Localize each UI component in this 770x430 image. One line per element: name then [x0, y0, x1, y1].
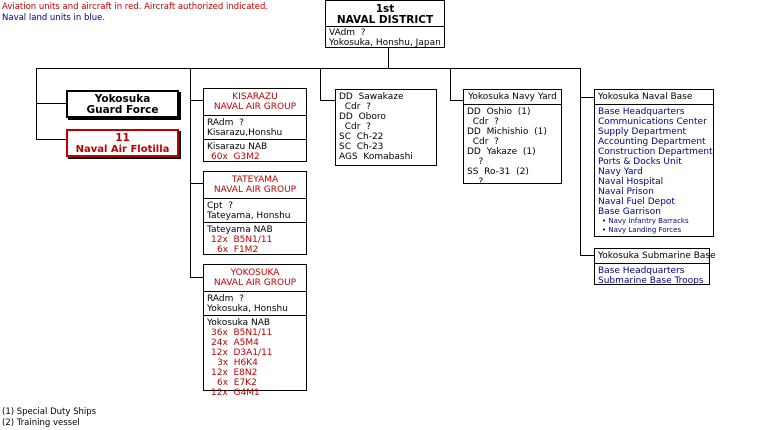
guard-force-line2: Guard Force — [86, 104, 159, 116]
naval-base-item-3: Supply Department — [598, 127, 686, 137]
naval-base-item-11: Base Garrison — [598, 207, 661, 217]
guard-force-line1: Yokosuka — [94, 93, 151, 105]
naval-base-title: Yokosuka Naval Base — [598, 92, 693, 102]
yokosuka-aircraft-4: 3x H6K4 — [217, 358, 258, 368]
naval-base-connector — [580, 97, 594, 98]
district-location: Yokosuka, Honshu, Japan — [329, 38, 441, 48]
yokosuka-aircraft-6: 6x E7K2 — [217, 378, 257, 388]
destroyers-branch-line — [320, 68, 321, 101]
navy-yard-line-8: ? — [467, 177, 484, 187]
submarine-base-box: Yokosuka Submarine Base Base Headquarter… — [594, 248, 716, 286]
destroyer-line-7: AGS Komabashi — [339, 152, 413, 162]
destroyer-line-1: DD Sawakaze — [339, 92, 404, 102]
destroyer-line-2: Cdr ? — [339, 102, 371, 112]
yokosuka-aircraft-1: 36x B5N1/11 — [211, 328, 273, 338]
naval-base-item-4: Accounting Department — [598, 137, 706, 147]
naval-base-item-7: Navy Yard — [598, 167, 643, 177]
submarine-base-item-1: Base Headquarters — [598, 266, 685, 276]
navy-yard-box: Yokosuka Navy Yard DD Oshio (1) Cdr ? DD… — [463, 89, 562, 187]
tateyama-title: TATEYAMA — [231, 175, 279, 185]
kisarazu-aircraft: 60x G3M2 — [211, 152, 260, 162]
yokosuka-air-commander: RAdm ? — [207, 294, 244, 304]
tateyama-connector — [190, 183, 203, 184]
kisarazu-connector — [190, 100, 203, 101]
district-box: 1st NAVAL DISTRICT VAdm ? Yokosuka, Hons… — [325, 0, 445, 48]
main-horizontal-line — [36, 68, 581, 69]
destroyer-line-6: SC Ch-23 — [339, 142, 384, 152]
naval-base-item-2: Communications Center — [598, 117, 707, 127]
kisarazu-title: KISARAZU — [232, 92, 278, 102]
navy-yard-line-7: SS Ro-31 (2) — [467, 167, 529, 177]
base-branch-line — [580, 68, 581, 256]
naval-base-box: Yokosuka Naval Base Base Headquarters Co… — [594, 89, 714, 237]
destroyer-line-3: DD Oboro — [339, 112, 386, 122]
kisarazu-base: Kisarazu NAB — [207, 142, 268, 152]
tateyama-commander: Cpt ? — [207, 201, 234, 211]
air-groups-branch-line — [190, 68, 191, 278]
navy-yard-connector — [450, 100, 463, 101]
guard-connector — [36, 103, 66, 104]
guard-branch-line — [36, 68, 37, 140]
footnote-training: (2) Training vessel — [2, 418, 80, 428]
navy-yard-title: Yokosuka Navy Yard — [468, 92, 557, 102]
yokosuka-air-subtitle: NAVAL AIR GROUP — [213, 278, 297, 288]
destroyer-line-5: SC Ch-22 — [339, 132, 384, 142]
destroyers-box: DD Sawakaze Cdr ? DD Oboro Cdr ? SC Ch-2… — [335, 89, 437, 166]
yokosuka-aircraft-5: 12x E8N2 — [211, 368, 258, 378]
flotilla-connector — [36, 139, 66, 140]
district-commander: VAdm ? — [329, 28, 366, 38]
air-flotilla-number: 11 — [115, 132, 130, 144]
naval-base-item-1: Base Headquarters — [598, 107, 685, 117]
air-flotilla-box: 11 Naval Air Flotilla — [66, 129, 179, 157]
destroyers-connector — [320, 100, 335, 101]
navy-yard-line-5: DD Yakaze (1) — [467, 147, 536, 157]
navy-yard-line-1: DD Oshio (1) — [467, 107, 531, 117]
yokosuka-aircraft-2: 24x A5M4 — [211, 338, 259, 348]
yokosuka-air-base: Yokosuka NAB — [207, 318, 271, 328]
submarine-base-connector — [580, 255, 594, 256]
naval-base-item-8: Naval Hospital — [598, 177, 664, 187]
naval-base-item-6: Ports & Docks Unit — [598, 157, 682, 167]
district-stem-line — [388, 48, 389, 68]
navy-yard-branch-line — [450, 68, 451, 101]
kisarazu-location: Kisarazu,Honshu — [207, 128, 283, 138]
naval-base-item-10: Naval Fuel Depot — [598, 197, 675, 207]
kisarazu-air-group-box: KISARAZU NAVAL AIR GROUP RAdm ? Kisarazu… — [203, 88, 307, 162]
naval-base-item-5: Construction Department — [598, 147, 713, 157]
yokosuka-air-connector — [190, 277, 203, 278]
air-flotilla-title: Naval Air Flotilla — [75, 144, 170, 155]
kisarazu-subtitle: NAVAL AIR GROUP — [213, 102, 297, 112]
naval-base-subitem-1: • Navy Infantry Barracks — [602, 217, 689, 225]
yokosuka-aircraft-3: 12x D3A1/11 — [211, 348, 273, 358]
footnote-special-duty: (1) Special Duty Ships — [2, 407, 97, 417]
yokosuka-air-group-box: YOKOSUKA NAVAL AIR GROUP RAdm ? Yokosuka… — [203, 264, 307, 398]
yokosuka-aircraft-7: 12x G4M1 — [211, 388, 260, 398]
yokosuka-air-title: YOKOSUKA — [230, 268, 280, 278]
district-title: NAVAL DISTRICT — [336, 14, 434, 26]
navy-yard-line-3: DD Michishio (1) — [467, 127, 547, 137]
navy-yard-line-2: Cdr ? — [467, 117, 499, 127]
navy-yard-line-6: ? — [467, 157, 484, 167]
tateyama-air-group-box: TATEYAMA NAVAL AIR GROUP Cpt ? Tateyama,… — [203, 171, 307, 255]
submarine-base-title: Yokosuka Submarine Base — [598, 251, 716, 261]
tateyama-location: Tateyama, Honshu — [207, 211, 291, 221]
navy-yard-line-4: Cdr ? — [467, 137, 499, 147]
legend-aviation-note: Aviation units and aircraft in red. Airc… — [2, 2, 269, 12]
tateyama-base: Tateyama NAB — [207, 225, 273, 235]
kisarazu-commander: RAdm ? — [207, 118, 244, 128]
naval-base-subitem-2: • Navy Landing Forces — [602, 226, 682, 234]
guard-force-box: Yokosuka Guard Force — [66, 90, 179, 118]
yokosuka-air-location: Yokosuka, Honshu — [207, 304, 288, 314]
tateyama-aircraft-1: 12x B5N1/11 — [211, 235, 273, 245]
district-number: 1st — [375, 3, 395, 15]
naval-base-item-9: Naval Prison — [598, 187, 654, 197]
destroyer-line-4: Cdr ? — [339, 122, 371, 132]
submarine-base-item-2: Submarine Base Troops — [598, 276, 704, 286]
tateyama-aircraft-2: 6x F1M2 — [217, 245, 259, 255]
legend-land-note: Naval land units in blue. — [2, 13, 106, 23]
tateyama-subtitle: NAVAL AIR GROUP — [213, 185, 297, 195]
